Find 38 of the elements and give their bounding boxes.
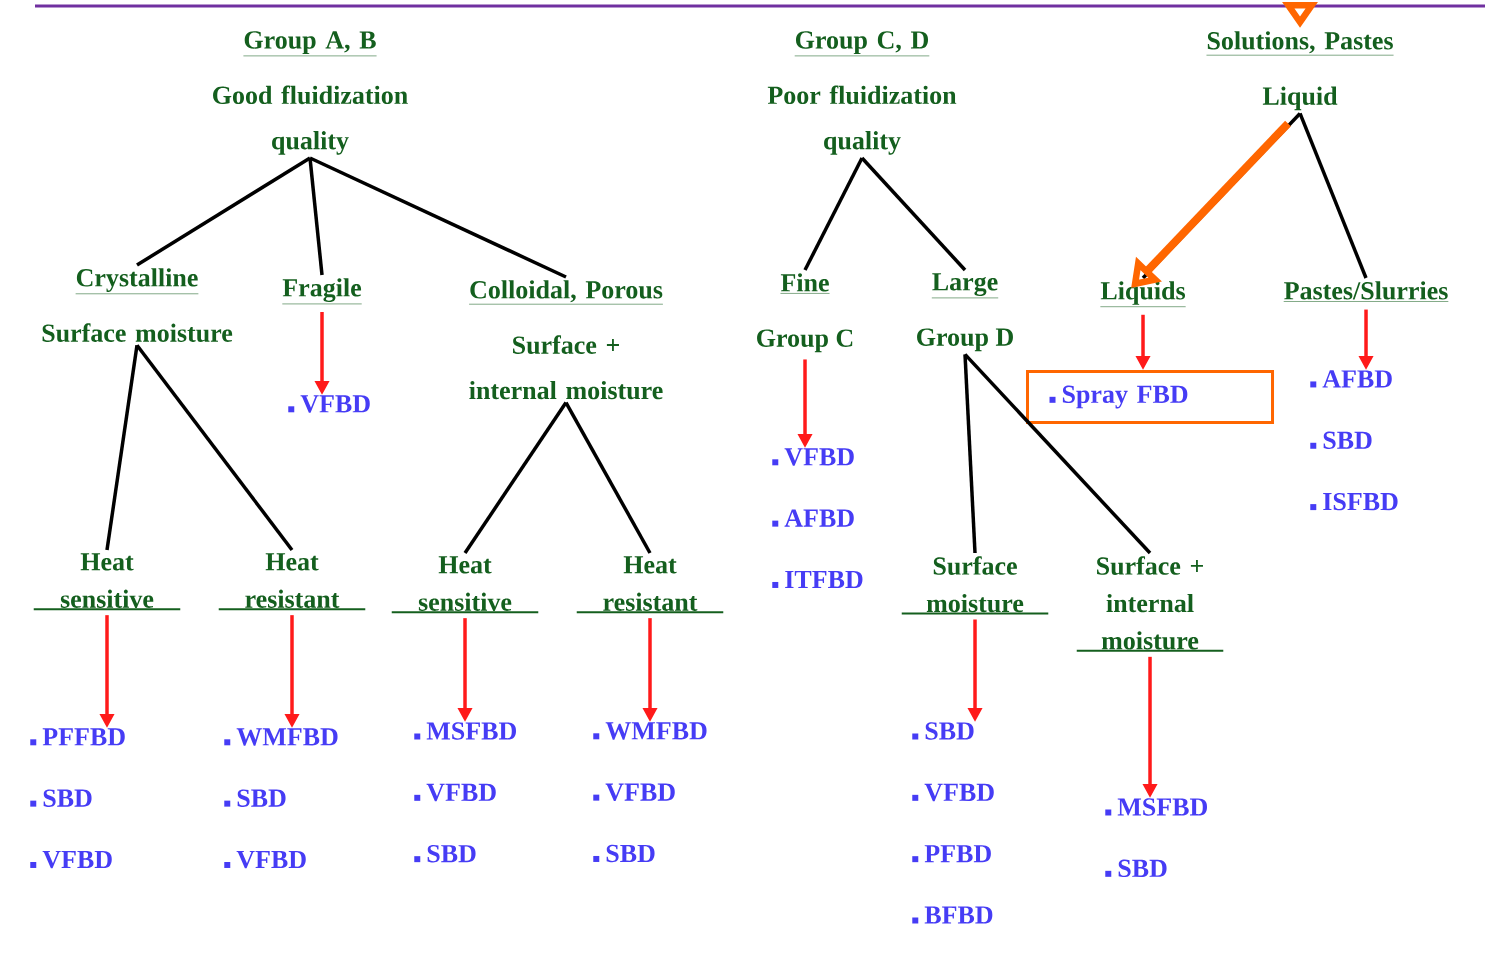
- method-list: SBD VFBD PFBD BFBD: [912, 722, 994, 924]
- category-label: Group A, B Good fluidization quality: [213, 31, 408, 155]
- category-label: Surface + internal moisture: [1075, 556, 1225, 652]
- method-list: WMFBD SBD VFBD: [224, 728, 338, 869]
- branch-line: [136, 156, 311, 267]
- category-label: Heat sensitive: [32, 553, 182, 611]
- category-label: Surface moisture: [900, 556, 1050, 615]
- category-label: Pastes/Slurries: [1283, 281, 1449, 302]
- branch-line: [803, 157, 864, 271]
- category-label: Colloidal, Porous Surface + internal moisture: [468, 280, 664, 400]
- branch-line: [308, 157, 324, 276]
- method-list: MSFBD VFBD SBD: [414, 722, 516, 863]
- method-list: AFBD SBD ISFBD: [1310, 370, 1398, 511]
- branch-line: [309, 156, 567, 279]
- category-label: Solutions, Pastes Liquid: [1206, 31, 1394, 111]
- method-list: MSFBD SBD: [1105, 798, 1207, 878]
- branch-line: [564, 401, 652, 554]
- branch-line: [860, 156, 967, 272]
- branch-line: [135, 344, 294, 552]
- category-label: Heat resistant: [217, 553, 367, 611]
- category-label: Liquids: [1100, 281, 1186, 307]
- branch-line: [1298, 112, 1368, 279]
- method-list: WMFBD VFBD SBD: [593, 722, 707, 863]
- category-label: Fragile: [282, 278, 362, 305]
- method-list: VFBD: [288, 395, 370, 413]
- category-label: Fine Group C: [757, 273, 853, 353]
- highlight-box: Spray FBD: [1026, 370, 1274, 424]
- method-list: VFBD AFBD ITFBD: [772, 448, 863, 589]
- category-label: Heat sensitive: [390, 556, 540, 614]
- method-list: PFFBD SBD VFBD: [30, 728, 125, 869]
- branch-line: [463, 401, 568, 554]
- branch-line: [963, 353, 1152, 555]
- category-label: Heat resistant: [575, 556, 725, 614]
- category-label: Group C, D Poor fluidization quality: [767, 31, 957, 155]
- category-label: Large Group D: [917, 273, 1013, 352]
- branch-line: [963, 354, 977, 554]
- branch-line: [105, 344, 139, 551]
- category-label: Crystalline Surface moisture: [42, 268, 233, 342]
